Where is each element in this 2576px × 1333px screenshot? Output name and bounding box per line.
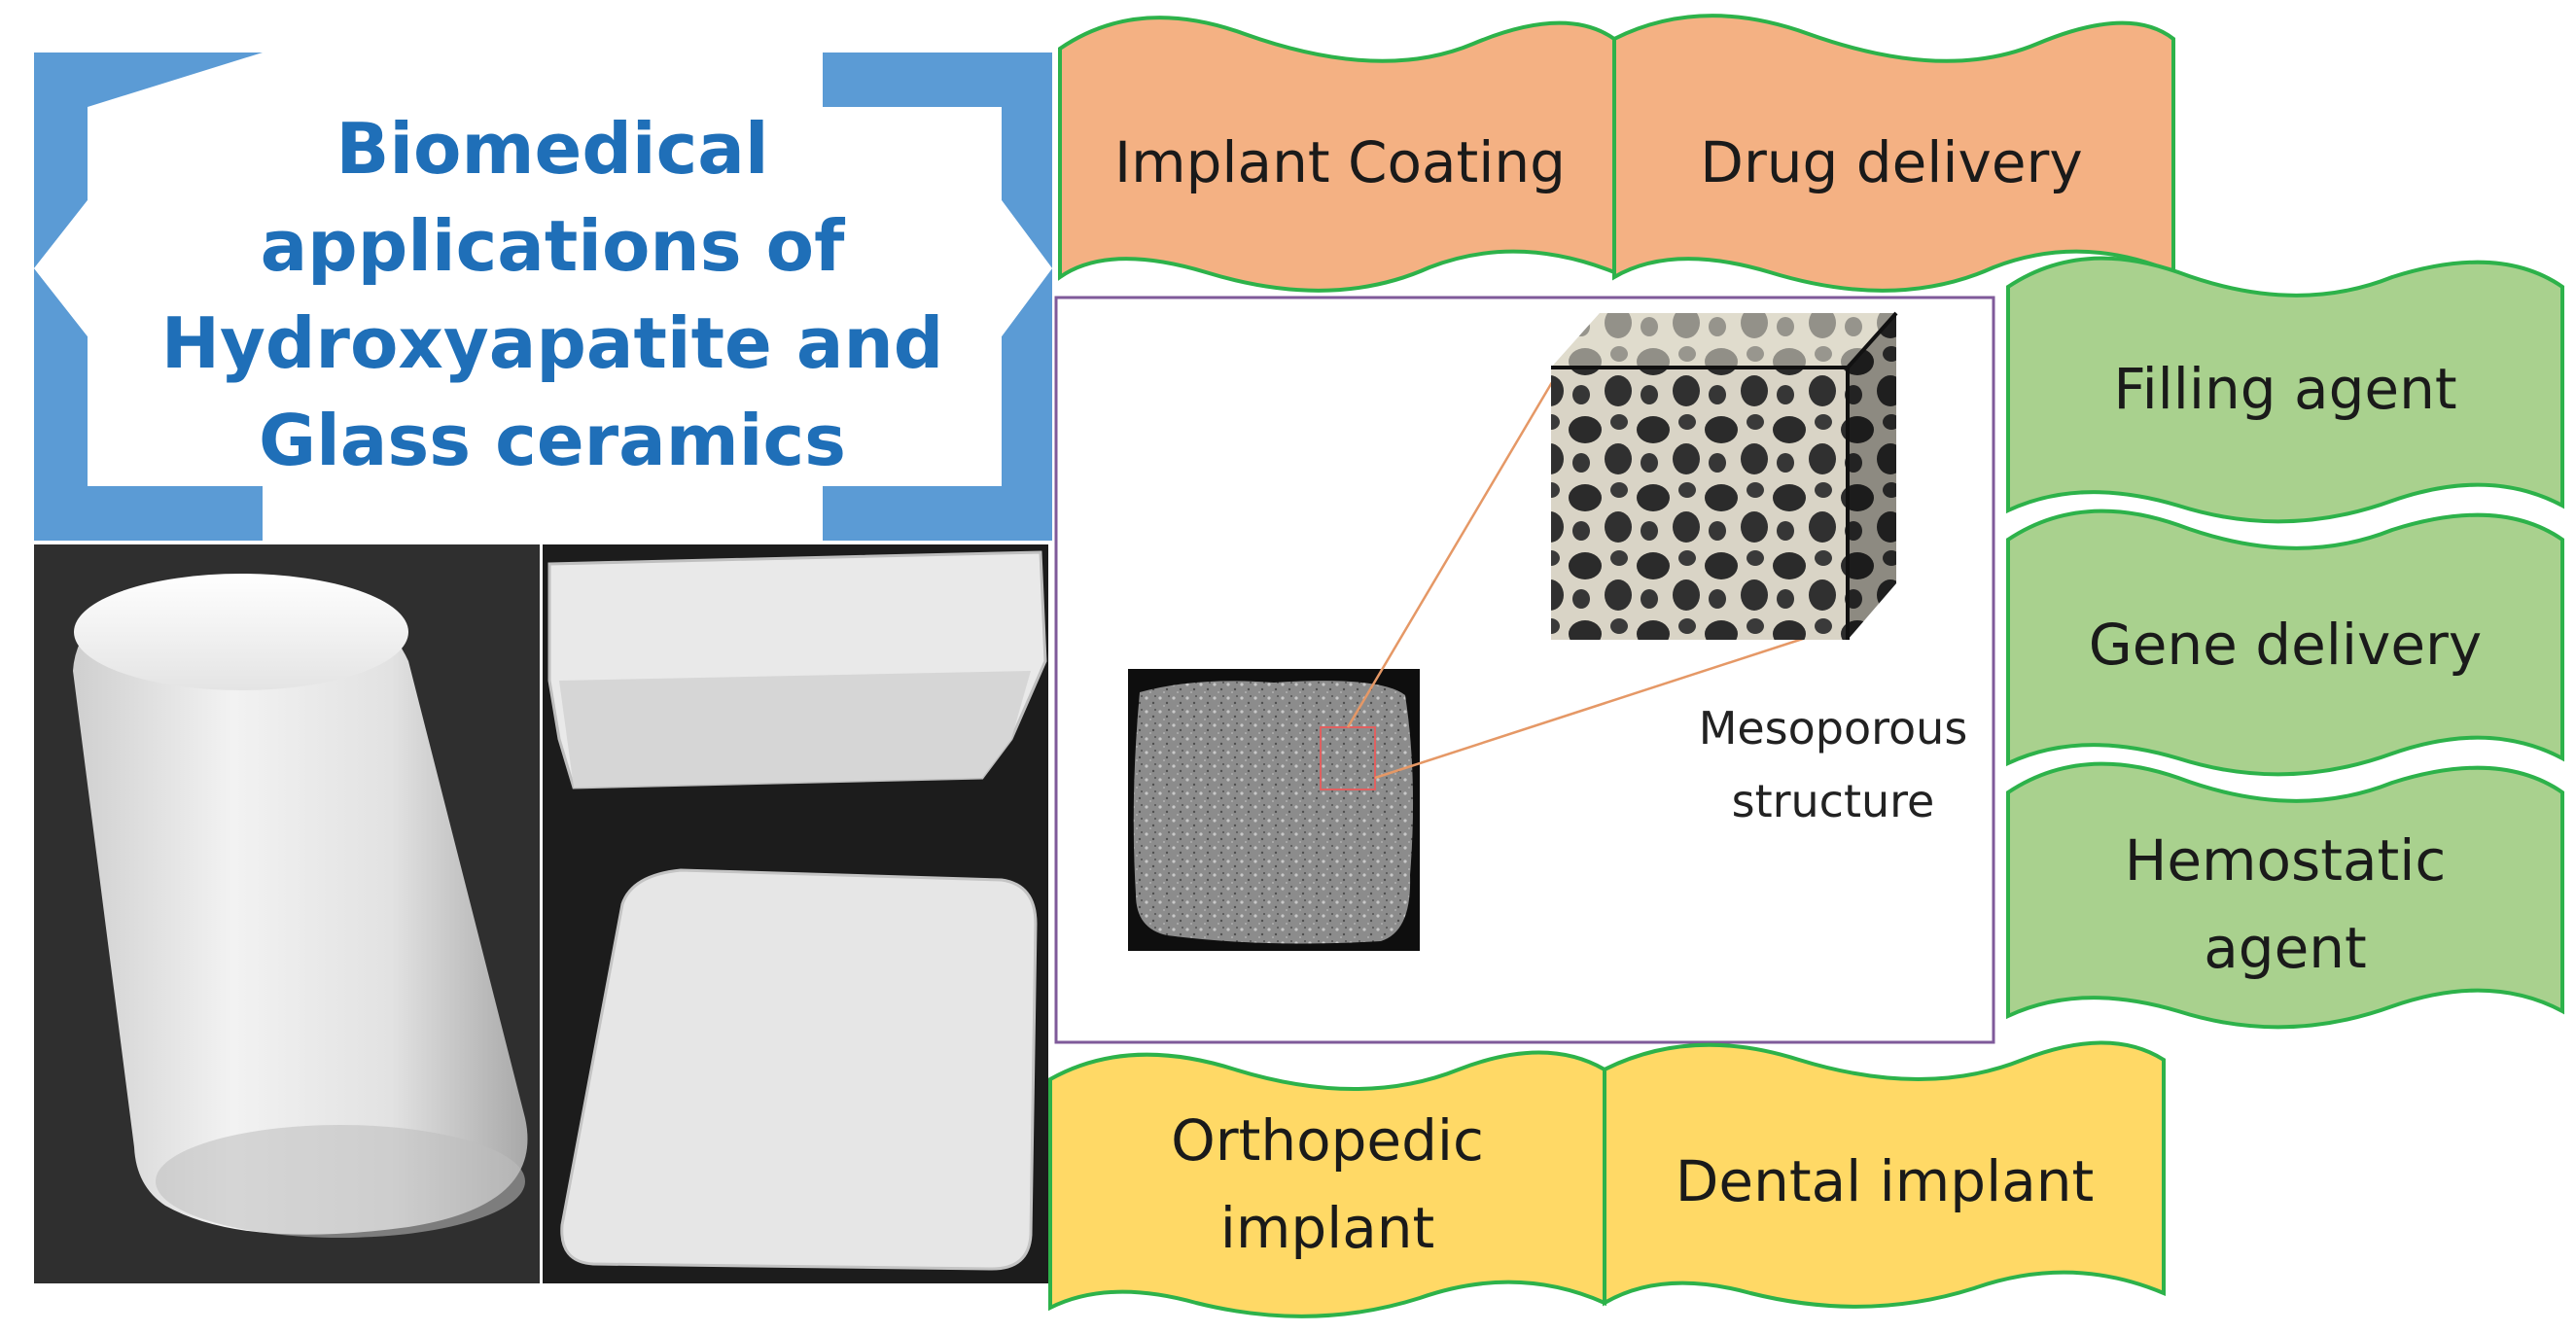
mesoporous-caption: Mesoporous [1699,702,1968,754]
cylinder-top [74,574,408,690]
zoom-line [1346,367,1563,728]
mesoporous-cube-image [1551,311,1898,640]
photo-cylinder-sample [34,544,540,1283]
title-inner [34,53,1052,541]
title-line: Glass ceramics [259,400,846,481]
banner-label: Hemostatic [2125,827,2447,894]
title-line: Biomedical [335,108,768,190]
banner-label: Drug delivery [1700,129,2082,195]
banner-dental-implant [1603,1040,2166,1309]
title-panel: Biomedical applications of Hydroxyapatit… [34,53,1052,541]
cylinder-bottom [156,1125,525,1238]
title-line: applications of [261,205,845,287]
block-square [560,868,1038,1271]
title-line: Hydroxyapatite and [161,302,944,384]
zoom-line [1374,635,1810,780]
banner-label: Dental implant [1676,1148,2095,1214]
top-banners: Implant Coating Drug delivery [1058,14,2175,293]
banner-filling-agent [2006,256,2564,524]
banner-label: Gene delivery [2089,612,2482,678]
banner-label: Orthopedic [1171,1107,1484,1174]
banner-orthopedic-implant [1048,1050,1606,1318]
banner-label: implant [1220,1195,1435,1261]
banner-hemostatic-agent [2006,761,2564,1030]
right-banners: Filling agent Gene delivery Hemostatic a… [2006,256,2564,1030]
title-frame [34,53,1052,541]
cylinder-body [73,580,528,1235]
banner-label: agent [2204,915,2367,981]
banner-gene-delivery [2006,509,2564,777]
banner-label: Implant Coating [1114,129,1566,195]
center-panel: Mesoporous structure [1054,296,1995,1044]
mesoporous-caption: structure [1732,775,1935,827]
bottom-banners: Orthopedic implant Dental implant [1048,1040,2166,1318]
photo-block-samples [543,544,1048,1283]
banner-label: Filling agent [2113,356,2456,422]
